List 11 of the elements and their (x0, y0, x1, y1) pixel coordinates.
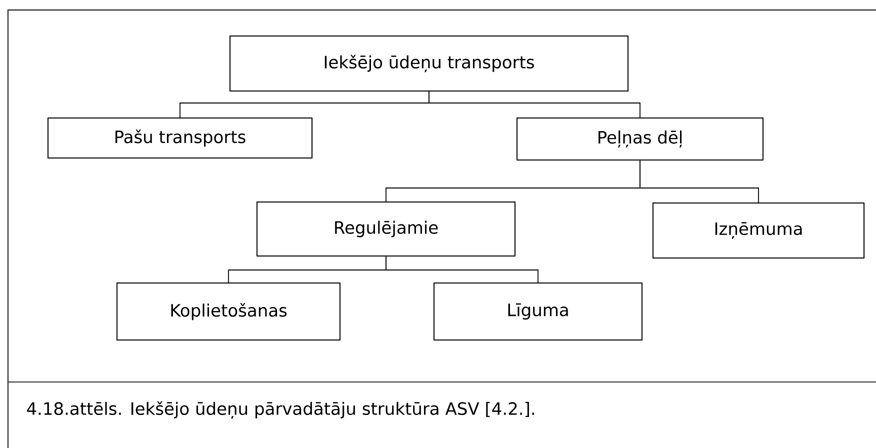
connector-line (386, 256, 538, 283)
process-box: Koplietošanas (116, 282, 340, 340)
caption: 4.18.attēls. Iekšējo ūdeņu pārvadātāju struktūra ASV [4.2.]. (27, 401, 534, 419)
connector-line (640, 160, 759, 203)
process-box: Pašu transports (48, 118, 312, 158)
process-box: Līguma (434, 282, 642, 340)
process-box: Peļņas dēļ (516, 118, 764, 160)
connector-line (428, 91, 640, 118)
process-box: Izņēmuma (652, 202, 864, 258)
process-box: Iekšējo ūdeņu transports (230, 36, 628, 92)
process-box: Regulējamie (256, 202, 516, 256)
